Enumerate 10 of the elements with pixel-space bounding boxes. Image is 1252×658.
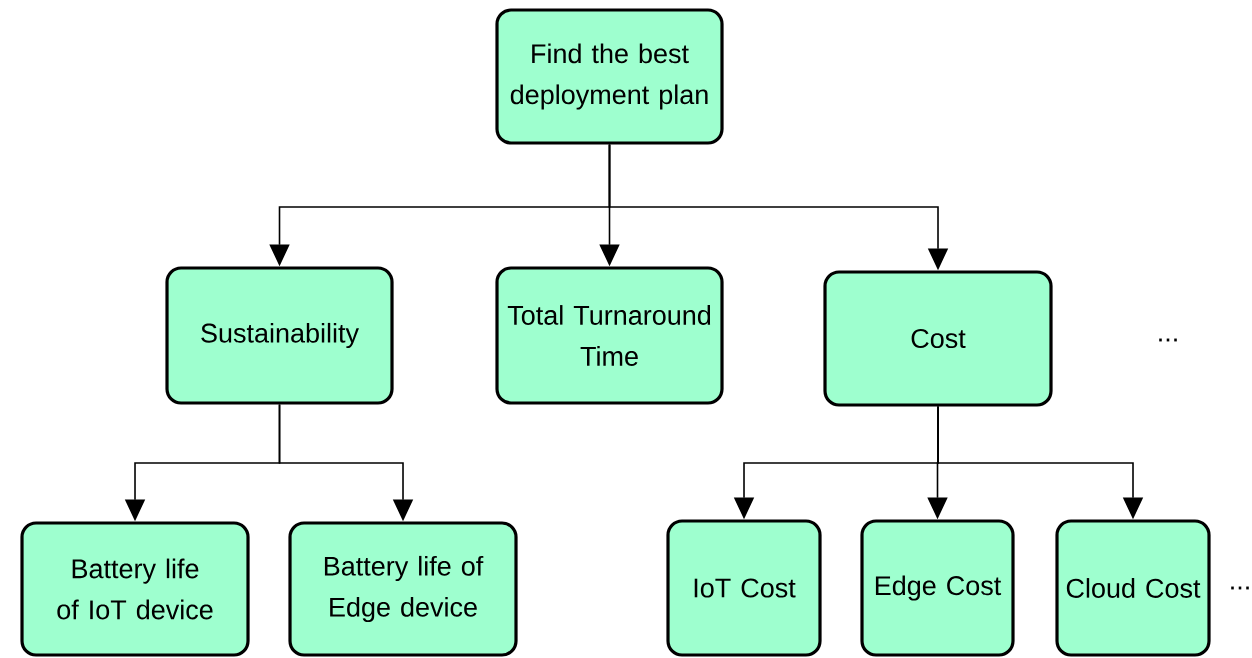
- process-box: Find the best deployment plan: [495, 8, 724, 145]
- process-box: Total Turnaround Time: [495, 266, 724, 405]
- process-box: Cloud Cost: [1055, 519, 1211, 657]
- process-box: Battery life of Edge device: [288, 521, 518, 657]
- process-box: Battery life of IoT device: [20, 521, 250, 657]
- process-box: Sustainability: [165, 266, 394, 405]
- ellipsis: ...: [1159, 338, 1177, 342]
- process-box: Edge Cost: [860, 519, 1015, 657]
- process-box: Cost: [823, 270, 1053, 407]
- process-box: IoT Cost: [666, 519, 822, 657]
